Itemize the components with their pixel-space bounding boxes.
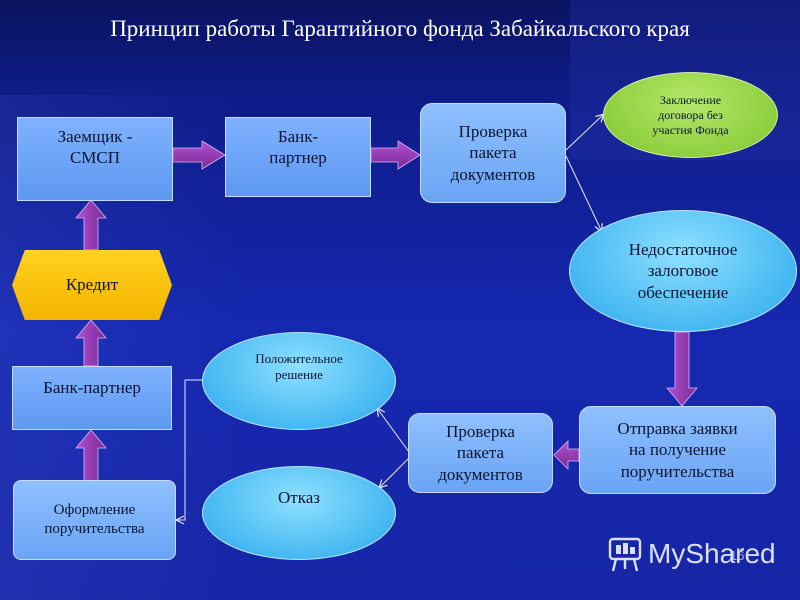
slide-title: Принцип работы Гарантийного фонда Забайк… [110, 16, 690, 41]
node-bank-partner-top: Банк- партнер [225, 117, 371, 197]
arrow-bank-to-credit [75, 319, 107, 367]
node-insufficient: Недостаточное залоговое обеспечение [569, 210, 797, 332]
node-application: Отправка заявки на получение поручительс… [579, 406, 776, 494]
node-credit: Кредит [12, 250, 172, 320]
node-check-bottom-label: Проверка пакета документов [438, 422, 523, 484]
node-check-top-label: Проверка пакета документов [450, 122, 536, 184]
thin-arrow-check-to-refusal [379, 457, 410, 488]
node-bank-partner-top-label: Банк- партнер [269, 127, 327, 168]
arrow-bank-to-check [370, 140, 421, 170]
node-no-fund: Заключение договора без участия Фонда [603, 72, 778, 158]
arrow-credit-to-borrower [75, 199, 107, 251]
arrow-insufficient-to-application [666, 331, 698, 407]
watermark-text: MyShared [648, 538, 776, 569]
node-refusal-label: Отказ [278, 488, 320, 507]
page-number: 16 [730, 548, 745, 563]
thin-arrow-check-to-insufficient [565, 155, 602, 232]
node-bank-partner-bottom: Банк-партнер [12, 366, 172, 430]
node-check-top: Проверка пакета документов [420, 103, 566, 203]
thin-arrow-check-to-no-fund [565, 114, 604, 151]
presentation-board-icon [608, 537, 642, 572]
node-positive: Положительное решение [202, 332, 396, 430]
node-credit-label: Кредит [65, 275, 119, 295]
node-positive-label: Положительное решение [255, 351, 343, 383]
thin-arrow-positive-to-formalization [176, 379, 202, 520]
thin-arrow-check-to-positive [377, 408, 410, 453]
node-check-bottom: Проверка пакета документов [408, 413, 553, 493]
node-formalization: Оформление поручительства [13, 480, 176, 560]
node-insufficient-label: Недостаточное залоговое обеспечение [628, 240, 738, 302]
arrow-application-to-check [553, 440, 580, 470]
node-bank-partner-bottom-label: Банк-партнер [43, 378, 141, 397]
watermark: MyShared [608, 535, 776, 573]
arrow-borrower-to-bank [172, 140, 226, 170]
node-refusal: Отказ [202, 466, 396, 560]
node-no-fund-label: Заключение договора без участия Фонда [652, 92, 729, 137]
node-application-label: Отправка заявки на получение поручительс… [617, 419, 738, 481]
arrow-formalization-to-bank [75, 429, 107, 482]
node-borrower-label: Заемщик - СМСП [57, 127, 133, 168]
node-borrower: Заемщик - СМСП [17, 117, 173, 201]
node-formalization-label: Оформление поручительства [44, 502, 145, 537]
